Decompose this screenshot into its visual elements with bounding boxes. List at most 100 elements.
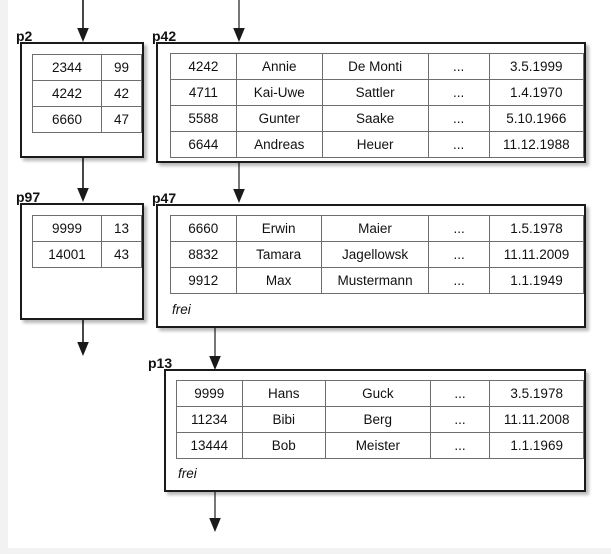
table-row[interactable]: 9999 Hans Guck ... 3.5.1978	[176, 380, 584, 407]
record-table-p47: 6660 Erwin Maier ... 1.5.1978 8832 Tamar…	[170, 215, 585, 294]
table-row[interactable]: 11234 Bibi Berg ... 11.11.2008	[176, 406, 584, 433]
cell-ellipsis: ...	[427, 131, 490, 158]
cell-value: 47	[101, 106, 142, 133]
cell-ellipsis: ...	[429, 432, 491, 459]
cell-ellipsis: ...	[428, 241, 490, 268]
page-label-p2: p2	[16, 28, 33, 44]
cell-lastname: Jagellowsk	[320, 241, 430, 268]
cell-key: 9999	[32, 215, 102, 242]
cell-ellipsis: ...	[429, 406, 491, 433]
cell-id: 6660	[170, 215, 237, 242]
cell-firstname: Bob	[241, 432, 326, 459]
cell-firstname: Hans	[241, 380, 326, 407]
cell-date: 1.1.1969	[489, 432, 584, 459]
cell-firstname: Tamara	[235, 241, 322, 268]
cell-ellipsis: ...	[427, 105, 490, 132]
cell-firstname: Erwin	[235, 215, 322, 242]
table-row[interactable]: 9999 13	[32, 215, 142, 242]
cell-lastname: Sattler	[321, 79, 429, 106]
cell-firstname: Annie	[235, 53, 323, 80]
table-row[interactable]: 8832 Tamara Jagellowsk ... 11.11.2009	[170, 241, 585, 268]
record-table-p42: 4242 Annie De Monti ... 3.5.1999 4711 Ka…	[170, 53, 585, 158]
cell-key: 2344	[32, 54, 102, 81]
cell-value: 43	[101, 241, 142, 268]
cell-id: 11234	[176, 406, 243, 433]
arrow-into-p42	[230, 0, 248, 44]
cell-date: 1.4.1970	[488, 79, 585, 106]
page-label-p13: p13	[148, 355, 173, 371]
cell-firstname: Andreas	[235, 131, 323, 158]
table-row[interactable]: 6644 Andreas Heuer ... 11.12.1988	[170, 131, 585, 158]
page-box-p42[interactable]: 4242 Annie De Monti ... 3.5.1999 4711 Ka…	[156, 42, 586, 163]
cell-value: 99	[101, 54, 142, 81]
cell-firstname: Max	[235, 267, 322, 294]
free-space-label-p47: frei	[172, 302, 191, 317]
cell-key: 14001	[32, 241, 102, 268]
cell-ellipsis: ...	[427, 53, 490, 80]
cell-id: 8832	[170, 241, 237, 268]
cell-firstname: Gunter	[235, 105, 323, 132]
left-gutter	[0, 0, 8, 554]
record-table-p13: 9999 Hans Guck ... 3.5.1978 11234 Bibi B…	[176, 380, 584, 459]
page-label-p97: p97	[16, 189, 41, 205]
arrow-p47-p13	[206, 328, 224, 372]
table-row[interactable]: 6660 47	[32, 106, 142, 133]
cell-lastname: Meister	[324, 432, 431, 459]
table-row[interactable]: 5588 Gunter Saake ... 5.10.1966	[170, 105, 585, 132]
cell-date: 1.1.1949	[488, 267, 585, 294]
cell-key: 6660	[32, 106, 102, 133]
cell-date: 3.5.1999	[488, 53, 585, 80]
arrow-p13-out	[206, 492, 224, 534]
cell-ellipsis: ...	[429, 380, 491, 407]
arrow-p2-p97	[74, 156, 92, 204]
cell-value: 42	[101, 80, 142, 107]
cell-key: 4242	[32, 80, 102, 107]
page-box-p47[interactable]: 6660 Erwin Maier ... 1.5.1978 8832 Tamar…	[156, 204, 586, 328]
cell-value: 13	[101, 215, 142, 242]
record-table-p2: 2344 99 4242 42 6660 47	[32, 54, 142, 133]
table-row[interactable]: 14001 43	[32, 241, 142, 268]
cell-lastname: De Monti	[321, 53, 429, 80]
cell-id: 9912	[170, 267, 237, 294]
arrow-p42-p47	[230, 163, 248, 205]
cell-id: 4711	[170, 79, 237, 106]
cell-id: 4242	[170, 53, 237, 80]
cell-ellipsis: ...	[428, 215, 490, 242]
cell-lastname: Berg	[324, 406, 431, 433]
page-label-p47: p47	[152, 190, 177, 206]
cell-firstname: Kai-Uwe	[235, 79, 323, 106]
table-row[interactable]: 4242 42	[32, 80, 142, 107]
cell-date: 5.10.1966	[488, 105, 585, 132]
cell-lastname: Guck	[324, 380, 431, 407]
table-row[interactable]: 9912 Max Mustermann ... 1.1.1949	[170, 267, 585, 294]
table-row[interactable]: 4242 Annie De Monti ... 3.5.1999	[170, 53, 585, 80]
arrow-into-p2	[74, 0, 92, 44]
table-row[interactable]: 2344 99	[32, 54, 142, 81]
cell-id: 9999	[176, 380, 243, 407]
cell-id: 13444	[176, 432, 243, 459]
cell-lastname: Mustermann	[320, 267, 430, 294]
page-box-p2[interactable]: 2344 99 4242 42 6660 47	[20, 42, 144, 158]
page-label-p42: p42	[152, 28, 177, 44]
cell-ellipsis: ...	[428, 267, 490, 294]
arrow-p97-out	[74, 320, 92, 358]
bottom-gutter	[0, 548, 611, 554]
cell-firstname: Bibi	[241, 406, 326, 433]
table-row[interactable]: 4711 Kai-Uwe Sattler ... 1.4.1970	[170, 79, 585, 106]
table-row[interactable]: 6660 Erwin Maier ... 1.5.1978	[170, 215, 585, 242]
cell-date: 11.12.1988	[488, 131, 585, 158]
cell-id: 6644	[170, 131, 237, 158]
cell-date: 1.5.1978	[488, 215, 585, 242]
cell-date: 3.5.1978	[489, 380, 584, 407]
cell-id: 5588	[170, 105, 237, 132]
page-box-p13[interactable]: 9999 Hans Guck ... 3.5.1978 11234 Bibi B…	[164, 369, 586, 492]
cell-date: 11.11.2008	[489, 406, 584, 433]
cell-lastname: Heuer	[321, 131, 429, 158]
cell-date: 11.11.2009	[488, 241, 585, 268]
table-row[interactable]: 13444 Bob Meister ... 1.1.1969	[176, 432, 584, 459]
cell-lastname: Saake	[321, 105, 429, 132]
cell-ellipsis: ...	[427, 79, 490, 106]
page-box-p97[interactable]: 9999 13 14001 43	[20, 203, 144, 320]
free-space-label-p13: frei	[178, 466, 197, 481]
